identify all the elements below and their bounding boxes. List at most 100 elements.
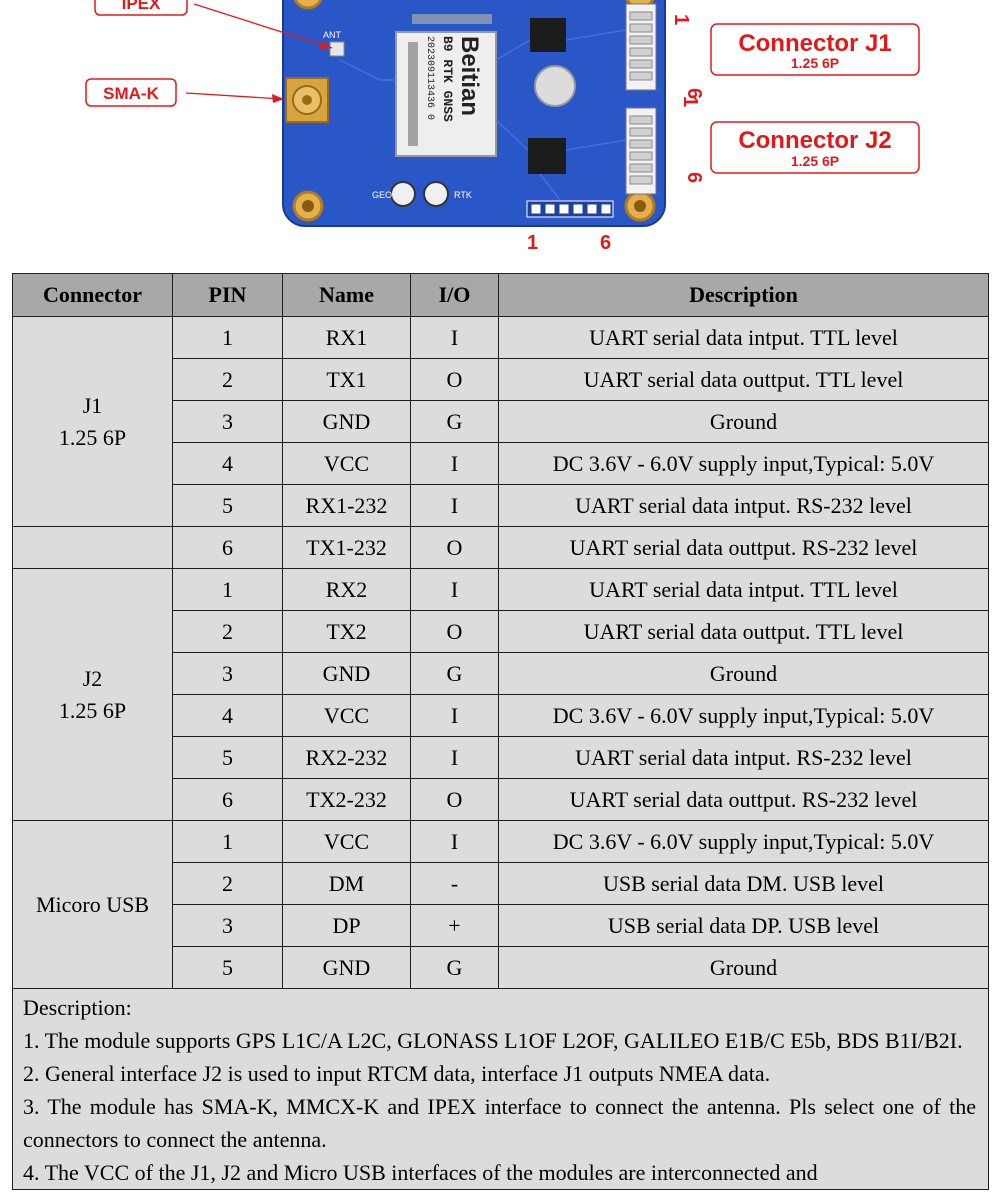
- table-row: 4 VCC I DC 3.6V - 6.0V supply input,Typi…: [13, 694, 989, 737]
- rtk-led: [423, 181, 449, 207]
- table-row: 5 RX2-232 I UART serial data intput. RS-…: [13, 736, 989, 779]
- pin-cell: 1: [172, 316, 283, 359]
- table-row: 6 TX1-232 O UART serial data outtput. RS…: [12, 526, 989, 569]
- desc-cell: Ground: [498, 400, 989, 443]
- table-row: Micoro USB 1 VCC I DC 3.6V - 6.0V supply…: [12, 820, 989, 989]
- pin-cell: 6: [172, 526, 283, 569]
- io-cell: I: [410, 820, 499, 863]
- name-cell: DM: [282, 862, 411, 905]
- name-cell: GND: [282, 400, 411, 443]
- bottom-pin6-marker: 6: [600, 232, 611, 254]
- name-cell: RX2: [282, 568, 411, 611]
- connector-cell-j1: J1 1.25 6P: [12, 316, 173, 527]
- callout-j1-title: Connector J1: [738, 30, 891, 57]
- table-row: 3 GND G Ground: [13, 652, 989, 695]
- desc-cell: UART serial data intput. TTL level: [498, 568, 989, 611]
- notes-heading: Description:: [23, 995, 132, 1020]
- ant-label: ANT: [323, 30, 342, 40]
- header-connector: Connector: [12, 273, 173, 317]
- io-cell: I: [410, 736, 499, 779]
- rtk-label: RTK: [454, 190, 472, 200]
- io-cell: O: [410, 526, 499, 569]
- desc-cell: DC 3.6V - 6.0V supply input,Typical: 5.0…: [498, 442, 989, 485]
- name-cell: TX2: [282, 610, 411, 653]
- io-cell: O: [410, 610, 499, 653]
- table-row: J1 1.25 6P 1 RX1 I UART serial data intp…: [12, 316, 989, 527]
- table-row: 5 RX1-232 I UART serial data intput. RS-…: [13, 484, 989, 527]
- pin-cell: 4: [172, 442, 283, 485]
- desc-cell: UART serial data intput. TTL level: [498, 316, 989, 359]
- pin-cell: 5: [172, 484, 283, 527]
- callout-ipex: [94, 0, 188, 16]
- j1-pin1-marker: 1: [670, 14, 692, 25]
- desc-cell: UART serial data outtput. RS-232 level: [498, 526, 989, 569]
- pin-cell: 2: [172, 862, 283, 905]
- table-row: 6 TX2-232 O UART serial data outtput. RS…: [13, 778, 989, 821]
- connector-cell-j2: J2 1.25 6P: [12, 568, 173, 821]
- table-row: J2 1.25 6P 1 RX2 I UART serial data intp…: [12, 568, 989, 821]
- pin-cell: 6: [172, 778, 283, 821]
- gnss-module: [395, 31, 497, 157]
- connector-name: Micoro USB: [35, 891, 150, 917]
- desc-cell: Ground: [498, 946, 989, 989]
- geo-label: GEO: [372, 190, 392, 200]
- io-cell: G: [410, 652, 499, 695]
- module-brand: Beitian: [456, 36, 483, 116]
- desc-cell: Ground: [498, 652, 989, 695]
- j1-pin6-marker: 6: [683, 88, 705, 99]
- name-cell: RX2-232: [282, 736, 411, 779]
- io-cell: O: [410, 358, 499, 401]
- name-cell: GND: [282, 652, 411, 695]
- pin-cell: 3: [172, 652, 283, 695]
- header-description: Description: [498, 273, 989, 317]
- table-row: 5 GND G Ground: [13, 946, 989, 989]
- board-diagram: ANT Beitian B9 RTK GNSS 202309113436 0 G…: [0, 0, 1000, 268]
- io-cell: G: [410, 400, 499, 443]
- name-cell: RX1-232: [282, 484, 411, 527]
- name-cell: RX1: [282, 316, 411, 359]
- notes-cell: Description: 1. The module supports GPS …: [12, 988, 989, 1190]
- header-name: Name: [282, 273, 411, 317]
- desc-cell: USB serial data DP. USB level: [498, 904, 989, 947]
- table-row: 2 TX2 O UART serial data outtput. TTL le…: [13, 610, 989, 653]
- pin-cell: 2: [172, 358, 283, 401]
- pin-cell: 1: [172, 568, 283, 611]
- ipex-connector: [329, 41, 345, 57]
- name-cell: VCC: [282, 820, 411, 863]
- io-cell: +: [410, 904, 499, 947]
- pin-table: Connector PIN Name I/O Description J1 1.…: [12, 273, 989, 1190]
- callout-sma: [85, 78, 177, 107]
- note-item: 2. General interface J2 is used to input…: [23, 1061, 771, 1086]
- io-cell: I: [410, 694, 499, 737]
- desc-cell: UART serial data outtput. TTL level: [498, 358, 989, 401]
- callout-j2: [710, 121, 920, 174]
- name-cell: VCC: [282, 694, 411, 737]
- io-cell: I: [410, 316, 499, 359]
- connector-cell-usb: Micoro USB: [12, 820, 173, 989]
- io-cell: I: [410, 442, 499, 485]
- name-cell: DP: [282, 904, 411, 947]
- io-cell: I: [410, 568, 499, 611]
- io-cell: -: [410, 862, 499, 905]
- name-cell: TX1-232: [282, 526, 411, 569]
- j2-pin6-marker: 6: [683, 172, 705, 183]
- table-row: 3 DP + USB serial data DP. USB level: [13, 904, 989, 947]
- notes-row: Description: 1. The module supports GPS …: [12, 988, 989, 1190]
- note-item: 1. The module supports GPS L1C/A L2C, GL…: [23, 1028, 963, 1053]
- callout-j2-title: Connector J2: [738, 127, 891, 154]
- desc-cell: UART serial data intput. RS-232 level: [498, 736, 989, 779]
- table-header-row: Connector PIN Name I/O Description: [12, 273, 989, 317]
- note-item: 4. The VCC of the J1, J2 and Micro USB i…: [23, 1160, 818, 1185]
- mount-hole-top-left: [293, 0, 323, 10]
- desc-cell: DC 3.6V - 6.0V supply input,Typical: 5.0…: [498, 694, 989, 737]
- name-cell: TX1: [282, 358, 411, 401]
- connector-name: J2: [82, 665, 103, 691]
- io-cell: G: [410, 946, 499, 989]
- pin-cell: 3: [172, 904, 283, 947]
- connector-cell-empty: [12, 526, 173, 569]
- chip-upper: [530, 18, 566, 52]
- desc-cell: UART serial data outtput. TTL level: [498, 610, 989, 653]
- geo-led: [390, 181, 416, 207]
- note-item: 3. The module has SMA-K, MMCX-K and IPEX…: [23, 1094, 976, 1152]
- coin-component: [534, 65, 576, 107]
